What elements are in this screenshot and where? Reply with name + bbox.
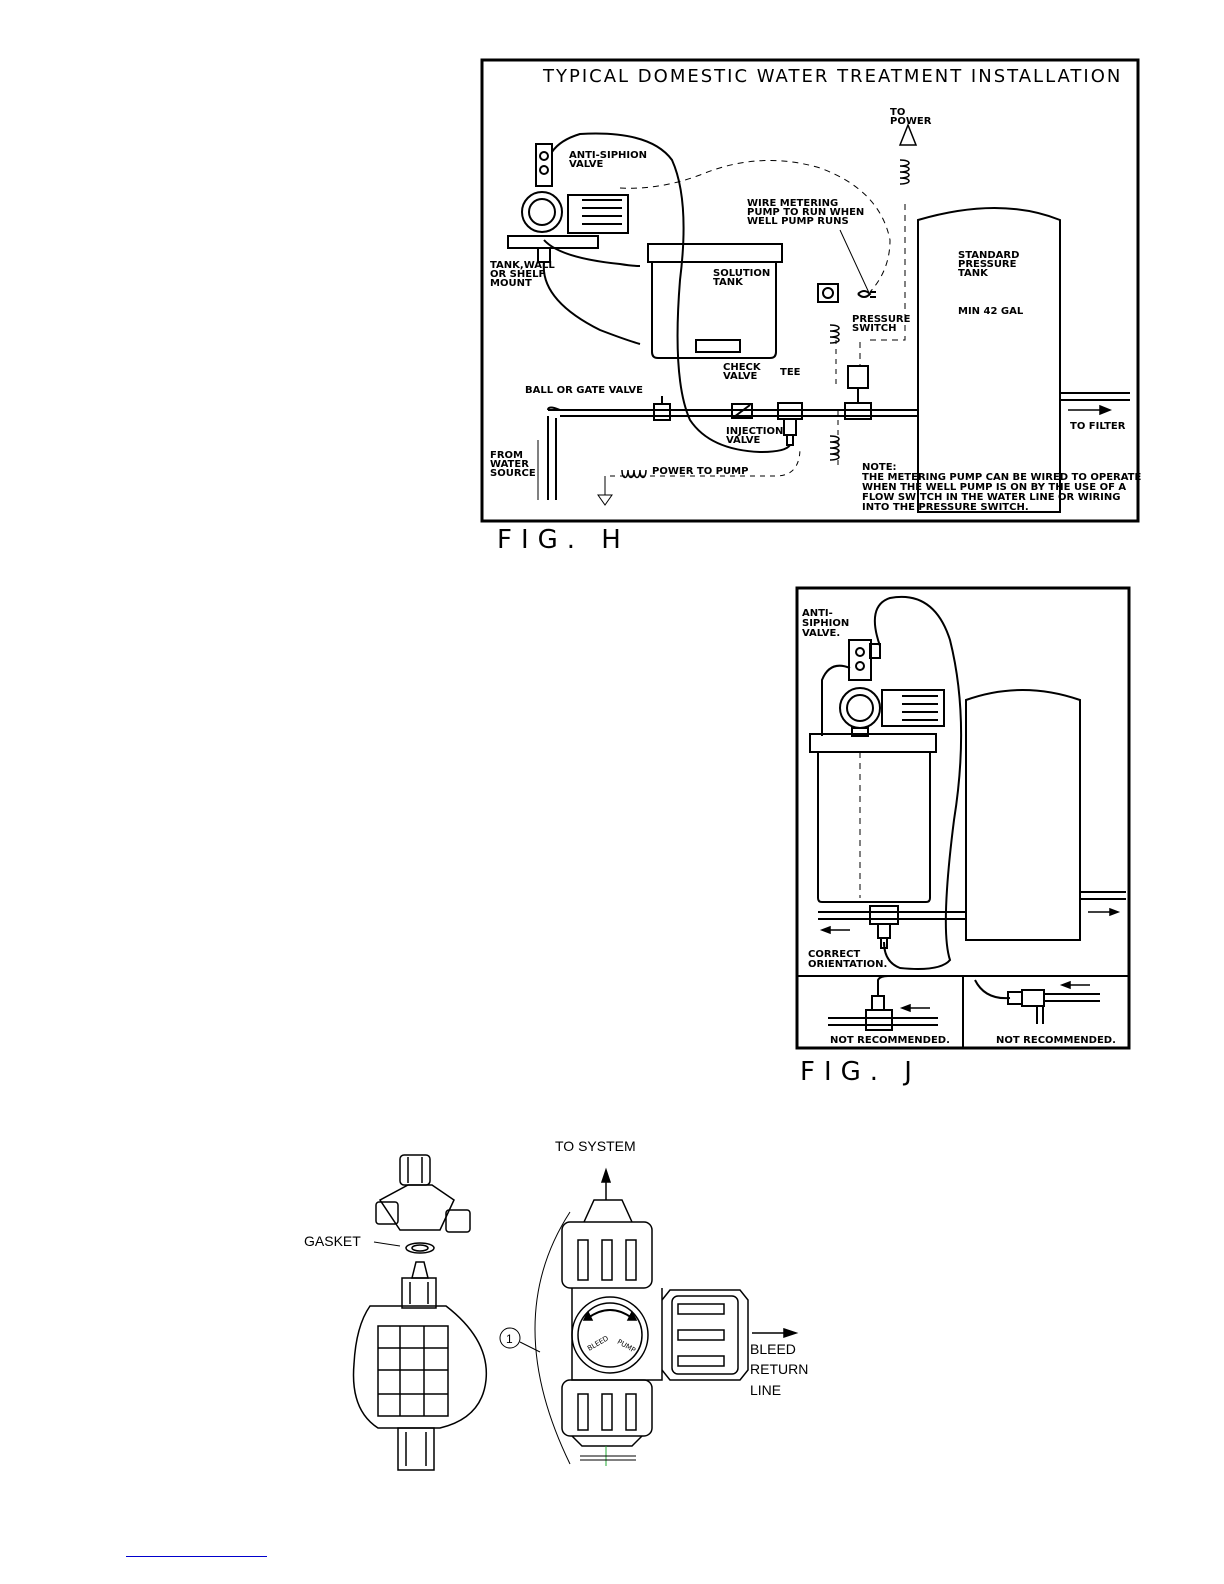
svg-text:VALVE: VALVE [569,159,604,170]
svg-text:MOUNT: MOUNT [490,278,532,289]
svg-text:LINE: LINE [750,1382,781,1398]
svg-text:PUMP TO RUN WHEN: PUMP TO RUN WHEN [747,207,864,218]
pressure-tank [917,207,1061,513]
fig-j-solution-tank [809,733,937,903]
callout-circle [499,1327,521,1349]
svg-text:OR SHELF: OR SHELF [490,269,545,280]
svg-text:THE METERING PUMP CAN BE WIRED: THE METERING PUMP CAN BE WIRED TO OPERAT… [862,472,1142,483]
svg-text:PRESSURE: PRESSURE [852,314,911,325]
footer-rule [126,1556,267,1557]
svg-text:WATER: WATER [490,459,529,470]
svg-text:NOT RECOMMENDED.: NOT RECOMMENDED. [996,1035,1116,1046]
svg-text:INTO THE PRESSURE SWITCH.: INTO THE PRESSURE SWITCH. [862,502,1029,513]
svg-text:SIPHION: SIPHION [802,618,849,629]
svg-text:CORRECT: CORRECT [808,949,860,960]
bleed-valve-exploded [352,1154,488,1471]
svg-text:BLEED: BLEED [750,1341,796,1357]
pump-wire [619,159,891,293]
svg-text:TO SYSTEM: TO SYSTEM [555,1138,636,1154]
svg-text:PUMP: PUMP [616,1338,637,1355]
solution-tank [647,243,783,359]
bleed-knob [571,1296,649,1374]
centerline [580,1446,636,1466]
svg-text:ANTI-SIPHION: ANTI-SIPHION [569,150,647,161]
bleed-labels: GASKET TO SYSTEM BLEED RETURN LINE 1 BLE… [304,1138,808,1398]
fig-h-caption: FIG. H [497,525,630,555]
fig-j-labels: ANTI- SIPHION VALVE. CORRECT ORIENTATION… [800,608,1116,1087]
pressure-switch [847,365,869,389]
svg-text:FLOW SWITCH IN THE WATER LINE: FLOW SWITCH IN THE WATER LINE OR WIRING [862,492,1120,503]
svg-text:WELL PUMP RUNS: WELL PUMP RUNS [747,216,849,227]
svg-text:VALVE.: VALVE. [802,628,840,639]
fig-j-caption: FIG. J [800,1057,921,1087]
svg-text:BALL OR GATE VALVE: BALL OR GATE VALVE [525,385,643,396]
svg-text:FROM: FROM [490,450,523,461]
ball-valve [653,403,671,421]
svg-text:POWER TO PUMP: POWER TO PUMP [652,466,748,477]
svg-text:GASKET: GASKET [304,1233,361,1249]
bleed-valve-front [499,1199,749,1465]
fig-h-frame [480,58,1140,523]
svg-text:POWER: POWER [890,116,932,127]
svg-text:WHEN THE WELL PUMP IS ON BY TH: WHEN THE WELL PUMP IS ON BY THE USE OF A [862,482,1126,493]
svg-text:WIRE METERING: WIRE METERING [747,198,838,209]
svg-text:VALVE: VALVE [723,371,758,382]
svg-text:BLEED: BLEED [586,1334,610,1352]
svg-text:STANDARD: STANDARD [958,250,1019,261]
svg-text:MIN 42 GAL: MIN 42 GAL [958,306,1024,317]
svg-text:SOLUTION: SOLUTION [713,268,770,279]
svg-text:TO: TO [890,107,905,118]
pump-head [521,191,563,233]
svg-text:1: 1 [506,1332,513,1346]
svg-text:INJECTION: INJECTION [726,426,783,437]
svg-text:SWITCH: SWITCH [852,323,896,334]
svg-text:NOT RECOMMENDED.: NOT RECOMMENDED. [830,1035,950,1046]
coil-springs [621,159,910,479]
svg-text:TO FILTER: TO FILTER [1070,421,1126,432]
callout-bracket [534,1211,571,1465]
svg-text:NOTE:: NOTE: [862,462,897,473]
fig-h-diagram [480,58,1140,523]
pump-head-body [352,1305,488,1429]
svg-text:TANK,WALL: TANK,WALL [490,260,555,271]
fig-j-pressure-tank [965,689,1081,941]
svg-text:ANTI-: ANTI- [802,608,833,619]
svg-text:VALVE: VALVE [726,435,761,446]
fig-h-title: TYPICAL DOMESTIC WATER TREATMENT INSTALL… [542,66,1122,87]
fig-j-diagram [795,586,1131,1050]
svg-text:PRESSURE: PRESSURE [958,259,1017,270]
svg-text:ORIENTATION.: ORIENTATION. [808,959,887,970]
gasket [405,1242,435,1254]
svg-text:CHECK: CHECK [723,362,762,373]
check-valve [731,403,753,419]
svg-text:TEE: TEE [780,367,801,378]
svg-text:TANK: TANK [958,268,989,279]
svg-text:SOURCE: SOURCE [490,468,536,479]
fig-h-labels: TYPICAL DOMESTIC WATER TREATMENT INSTALL… [490,66,1142,555]
svg-text:TANK: TANK [713,277,744,288]
svg-text:RETURN: RETURN [750,1361,808,1377]
